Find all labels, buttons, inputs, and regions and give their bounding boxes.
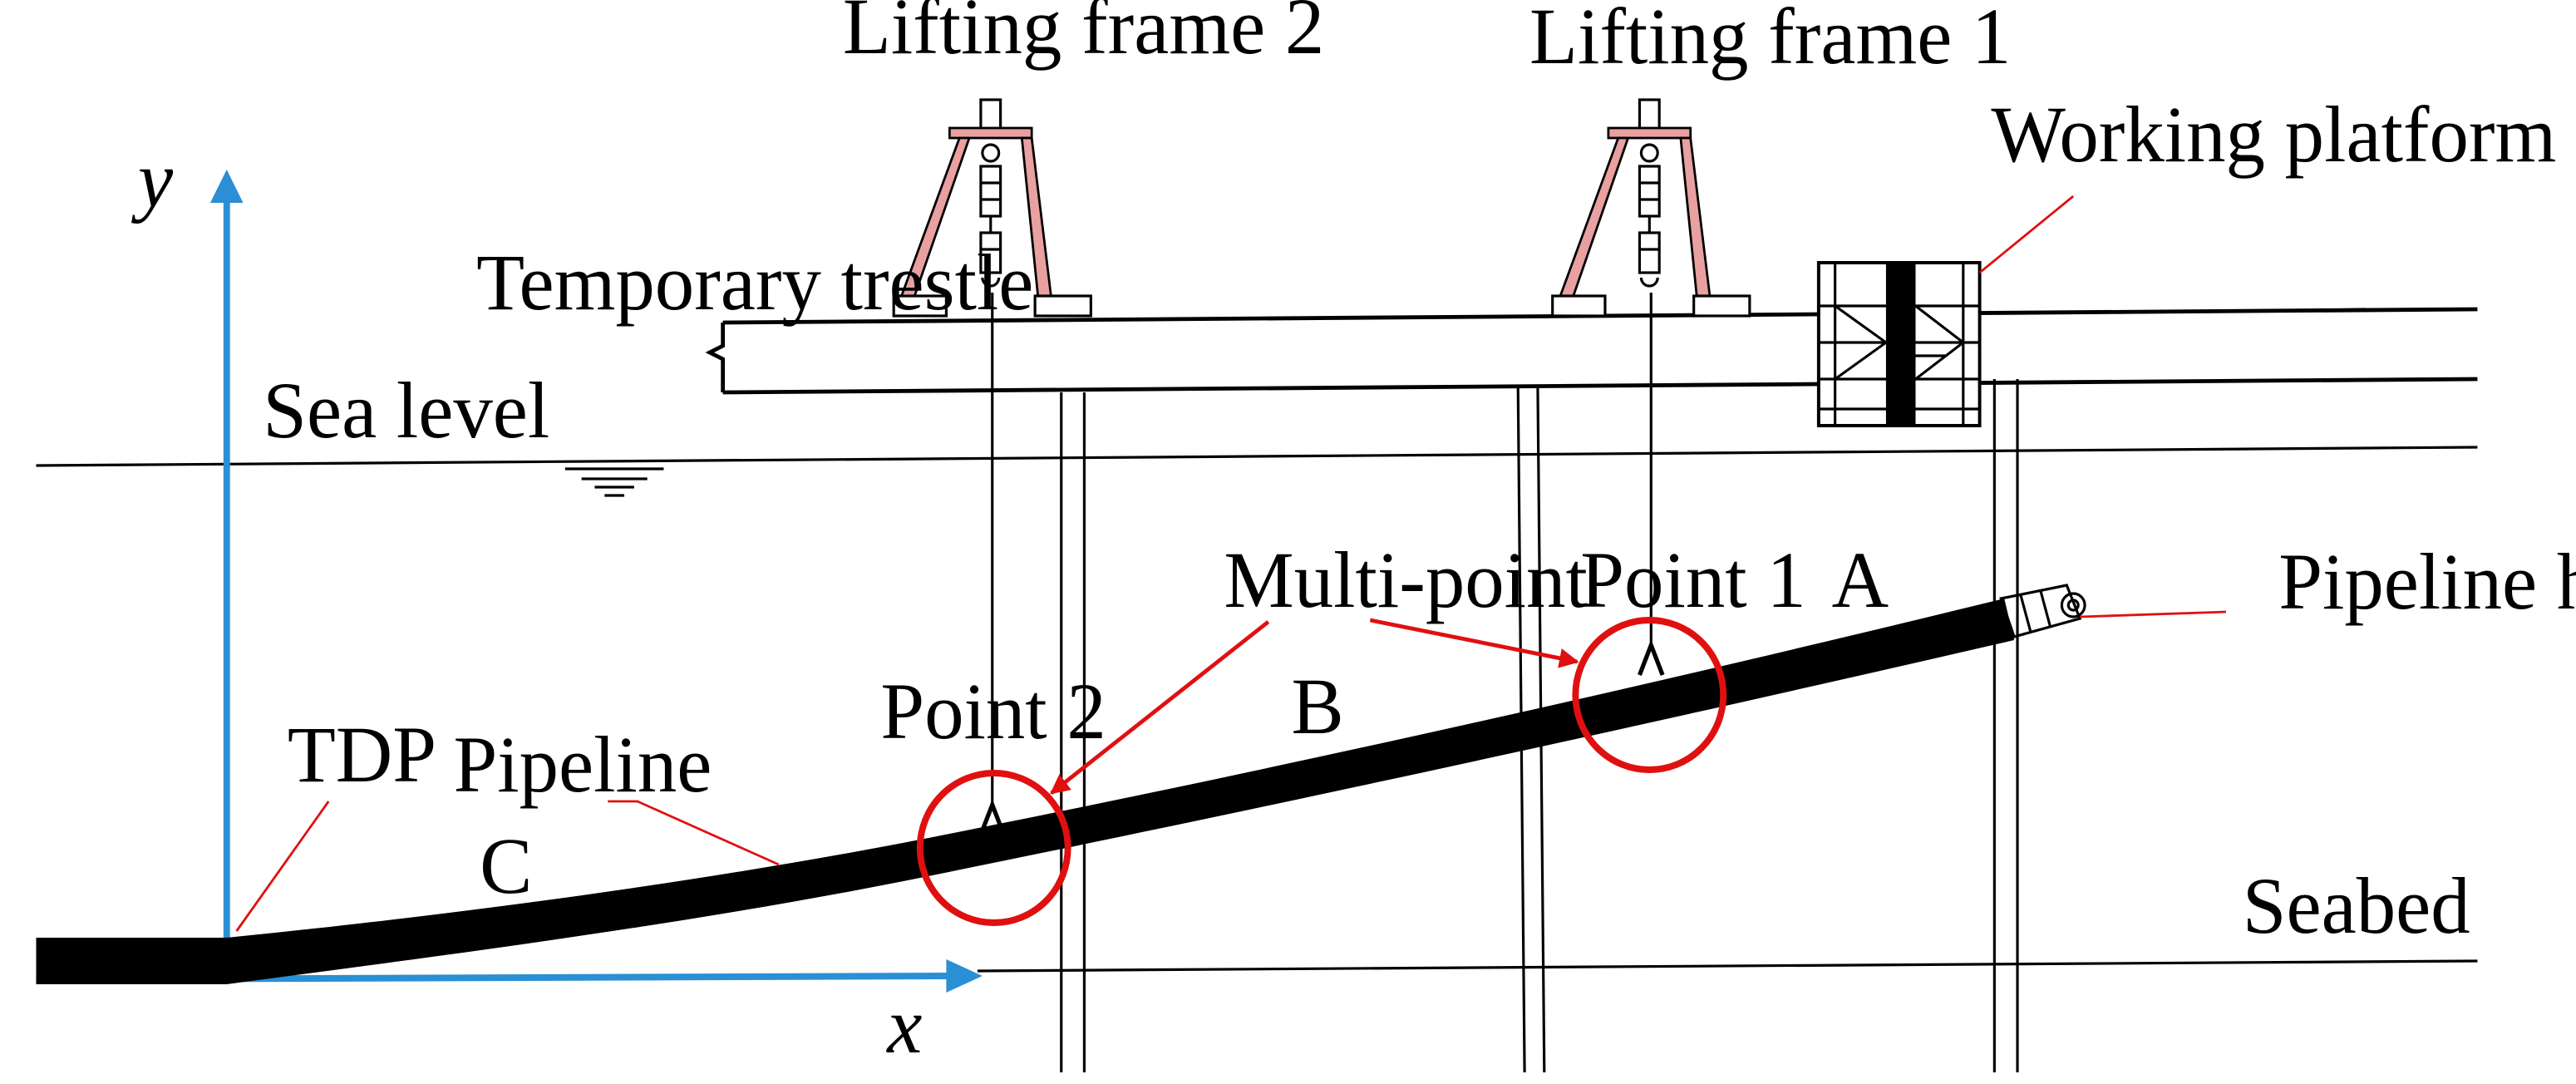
- working-platform-label: Working platform: [1991, 90, 2556, 179]
- tdp-label: TDP: [288, 710, 436, 799]
- pipeline-head-connector: [1999, 584, 2086, 638]
- point-1-label: Point 1: [1580, 535, 1805, 624]
- multi-point-label: Multi-point: [1224, 535, 1587, 624]
- sea-level-label: Sea level: [263, 366, 549, 455]
- annotations: [235, 195, 2227, 932]
- segment-b-label: B: [1291, 662, 1343, 751]
- pipeline: [36, 584, 2086, 984]
- segment-a-label: A: [1832, 535, 1889, 624]
- pipeline-head-leader: [2080, 610, 2227, 618]
- lifting-frame-1-label: Lifting frame 1: [1529, 0, 2011, 81]
- multi-point-arrow-2: [1050, 620, 1270, 795]
- point-2-label: Point 2: [880, 667, 1106, 756]
- lifting-frame-2: [892, 98, 1092, 835]
- lifting-frame-2-label: Lifting frame 2: [843, 0, 1324, 71]
- y-axis-label: y: [131, 135, 174, 224]
- lifting-frame-1: [1551, 98, 1751, 676]
- seabed-label: Seabed: [2243, 861, 2470, 950]
- multi-point-arrow-1: [1369, 618, 1579, 668]
- sea-level: [36, 446, 2478, 497]
- seabed-line: [977, 959, 2478, 973]
- point-2-circle: [916, 770, 1071, 926]
- segment-c-label: C: [480, 821, 532, 910]
- x-axis-label: x: [885, 981, 922, 1070]
- point-1-circle: [1572, 617, 1727, 773]
- pipeline-leader: [608, 800, 780, 866]
- working-platform-leader: [1978, 195, 2075, 274]
- working-platform: [1816, 261, 1982, 427]
- tdp-leader: [235, 801, 330, 932]
- temporary-trestle-label: Temporary trestle: [476, 238, 1033, 327]
- pipeline-head-label: Pipeline head: [2278, 537, 2576, 626]
- pipeline-label: Pipeline: [453, 720, 712, 809]
